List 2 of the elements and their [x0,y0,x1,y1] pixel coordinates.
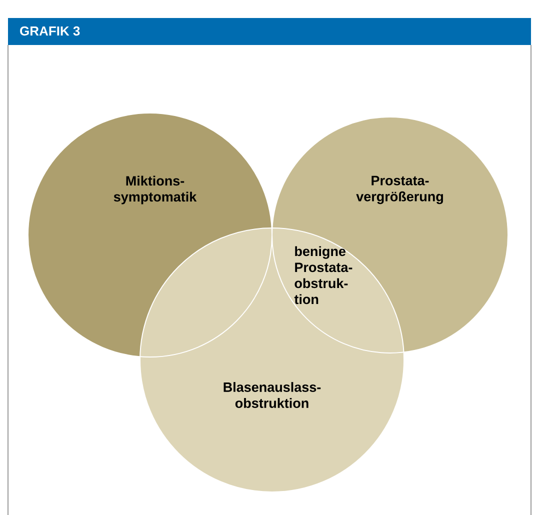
header-bar: GRAFIK 3 [8,18,531,45]
overlap-label: benigne Prostata- obstruk- tion [294,246,352,304]
